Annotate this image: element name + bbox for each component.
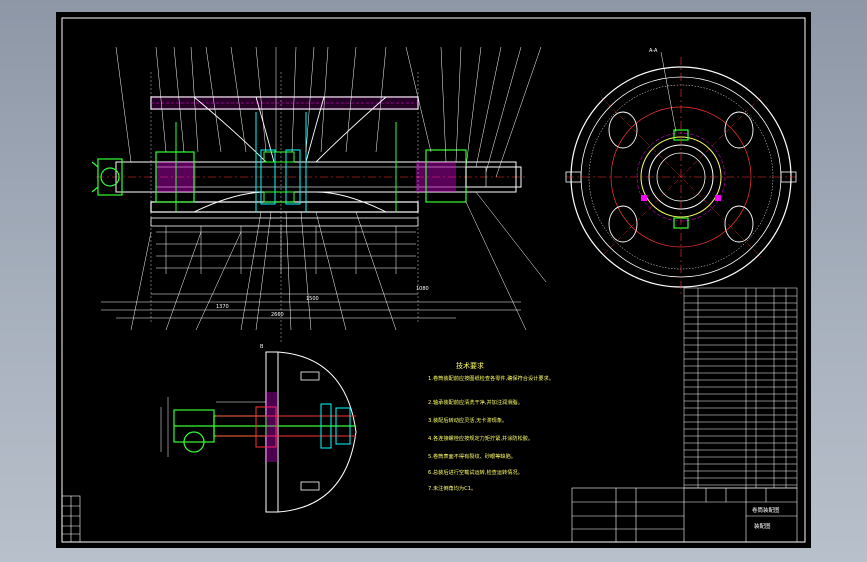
dim-2: 1370 xyxy=(216,304,229,310)
tech-req-3: 3.装配后转动应灵活,无卡滞现象。 xyxy=(428,416,507,424)
detail-view: B xyxy=(160,344,357,513)
end-view: A-A xyxy=(565,48,797,297)
drawing-border xyxy=(61,17,806,543)
cad-drawing: 1500 1370 2660 1080 xyxy=(61,17,806,543)
view-label-b: B xyxy=(260,344,264,350)
title-block xyxy=(571,487,798,543)
parts-list xyxy=(683,287,798,489)
tech-req-7: 7.未注倒角均为C1。 xyxy=(428,484,476,492)
tech-req-5: 5.卷筒表面不得有裂纹、砂眼等缺陷。 xyxy=(428,452,516,460)
drawing-sheet: 1500 1370 2660 1080 xyxy=(56,12,811,548)
tech-requirements-title: 技术要求 xyxy=(456,361,484,370)
dim-1: 1500 xyxy=(306,296,319,302)
technical-requirements: 技术要求 1.卷筒装配前应按图纸检查各零件,确保符合设计要求。 2.轴承装配前应… xyxy=(428,361,554,492)
dim-4: 1080 xyxy=(416,286,429,292)
view-label-aa: A-A xyxy=(649,48,658,54)
tech-req-6: 6.总装后进行空载试运转,检查运转情况。 xyxy=(428,468,523,476)
assembly-label: 装配图 xyxy=(754,522,771,530)
tech-req-1: 1.卷筒装配前应按图纸检查各零件,确保符合设计要求。 xyxy=(428,374,554,382)
tech-req-4: 4.各连接螺栓应按规定力矩拧紧,并涂防松胶。 xyxy=(428,434,533,442)
tech-req-2: 2.轴承装配前应清洗干净,并加注润滑脂。 xyxy=(428,398,523,406)
dim-3: 2660 xyxy=(271,312,284,318)
drum-section-view: 1500 1370 2660 1080 xyxy=(91,46,547,342)
drawing-name: 卷筒装配图 xyxy=(752,506,780,514)
revision-block xyxy=(61,495,81,543)
